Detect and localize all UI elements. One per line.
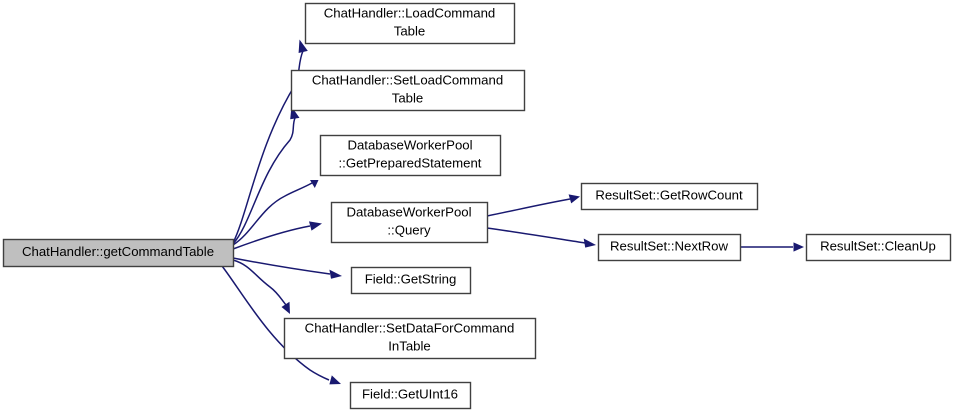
node-box[interactable] [330,201,489,244]
node-label-line2: Table [392,90,424,105]
node-label-line2: ::GetPreparedStatement [339,155,482,170]
call-edge-query-to-nextrow [486,227,596,248]
arrowhead-icon [298,39,308,53]
arrowhead-icon [281,301,290,314]
edge-layer [221,39,804,385]
arrowhead-icon [309,221,322,231]
edge-line [486,227,586,244]
call-edge-root-to-getstring [232,257,342,279]
arrowhead-icon [310,180,319,188]
node-box[interactable] [597,233,742,262]
node-label-line2: Table [394,23,426,38]
node-getpreparedstatement[interactable]: DatabaseWorkerPool::GetPreparedStatement [319,134,502,177]
call-edge-root-to-query [232,221,322,250]
node-label-line2: InTable [388,338,431,353]
call-edge-root-to-getuint16 [221,265,341,385]
node-label-line1: ChatHandler::getCommandTable [22,244,214,259]
arrowhead-icon [583,238,596,248]
node-box[interactable] [580,182,759,211]
arrowhead-icon [329,269,342,279]
edge-line [232,182,313,246]
edge-line [232,50,304,244]
node-label-line1: ResultSet::CleanUp [820,238,936,253]
call-edge-root-to-setloadcommandtable [232,106,300,245]
node-getstring[interactable]: Field::GetString [350,266,472,295]
arrowhead-icon [568,194,580,204]
node-label-line1: Field::GetString [365,271,457,286]
node-label-line2: ::Query [387,222,431,237]
edge-line [221,265,330,381]
node-box[interactable] [290,69,526,112]
node-box[interactable] [349,381,472,410]
node-label-line1: Field::GetUInt16 [362,386,458,401]
edge-line [486,198,571,217]
node-box[interactable] [805,233,952,262]
arrowhead-icon [329,375,341,385]
call-edge-root-to-loadcommandtable [232,39,308,244]
node-query[interactable]: DatabaseWorkerPool::Query [330,201,489,244]
edge-line [232,257,331,275]
edge-line [232,225,311,250]
node-label-line1: ChatHandler::SetLoadCommand [312,72,503,87]
node-label-line1: DatabaseWorkerPool [347,137,472,152]
call-edge-nextrow-to-cleanup [740,242,804,252]
node-label-line1: ResultSet::GetRowCount [595,187,743,202]
node-box[interactable] [304,2,516,45]
node-getuint16[interactable]: Field::GetUInt16 [349,381,472,410]
node-box[interactable] [350,266,472,295]
node-box[interactable] [2,238,235,268]
node-nextrow[interactable]: ResultSet::NextRow [597,233,742,262]
node-cleanup[interactable]: ResultSet::CleanUp [805,233,952,262]
node-label-line1: ChatHandler::LoadCommand [324,5,496,20]
node-layer: ChatHandler::getCommandTableChatHandler:… [2,2,952,410]
node-box[interactable] [283,317,537,360]
node-label-line1: ResultSet::NextRow [610,238,728,253]
call-edge-query-to-getrowcount [486,194,580,217]
edge-line [232,259,287,306]
call-edge-root-to-getpreparedstatement [232,180,319,246]
node-label-line1: DatabaseWorkerPool [346,204,471,219]
node-root[interactable]: ChatHandler::getCommandTable [2,238,235,268]
edge-line [232,117,296,245]
call-edge-root-to-setdataforcommandintable [232,259,290,314]
node-box[interactable] [319,134,502,177]
node-label-line1: ChatHandler::SetDataForCommand [305,320,515,335]
arrowhead-icon [793,242,804,252]
node-getrowcount[interactable]: ResultSet::GetRowCount [580,182,759,211]
